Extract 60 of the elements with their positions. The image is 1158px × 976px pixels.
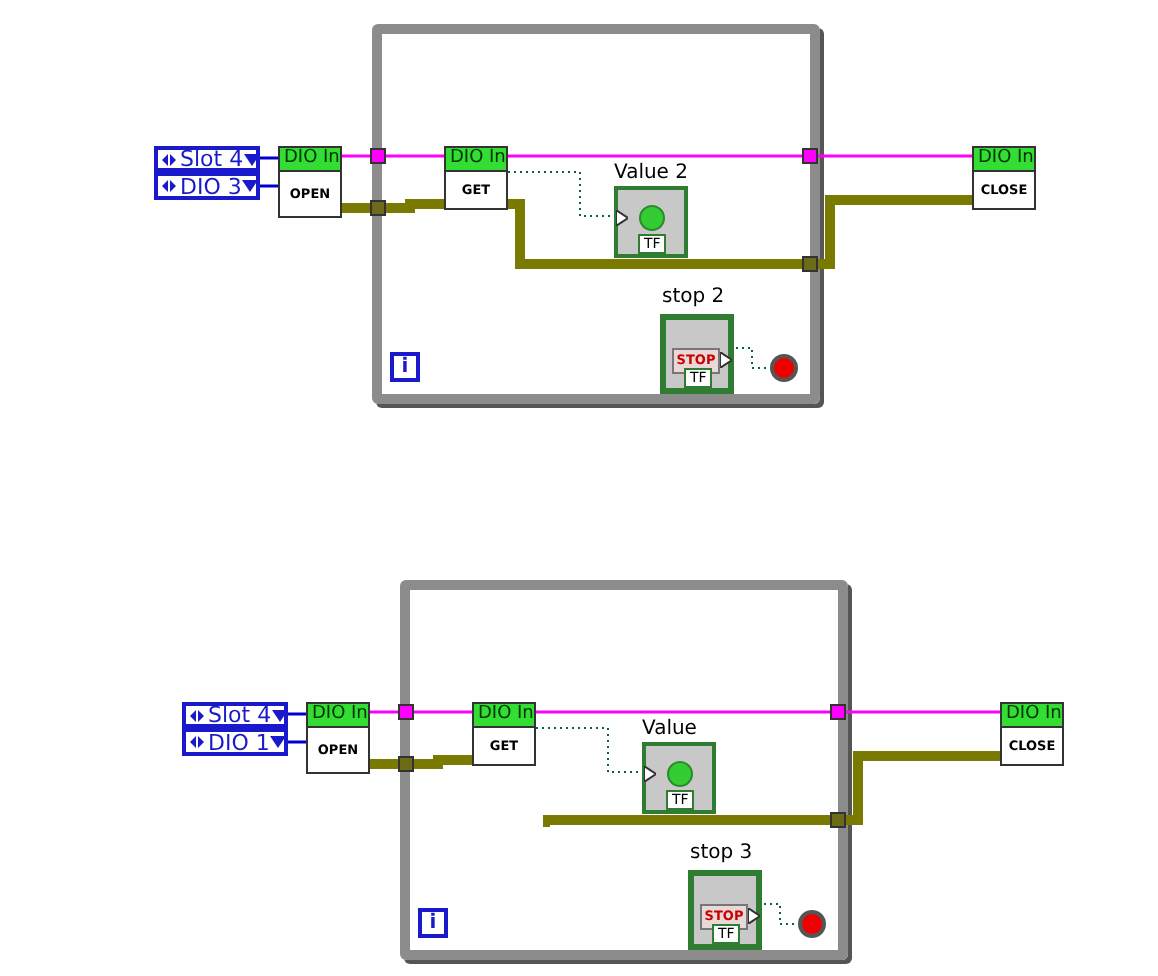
ring-constant — [182, 702, 288, 728]
function-block — [972, 146, 1036, 210]
wire-tunnel — [398, 704, 414, 720]
wire — [846, 751, 1000, 825]
iteration-terminal: i — [418, 908, 448, 938]
function-block — [278, 146, 342, 218]
control-label: stop 2 — [662, 286, 725, 308]
ring-value: DIO 1 — [208, 729, 270, 755]
block-header: DIO In — [308, 704, 368, 728]
stop-terminal — [798, 910, 826, 938]
stop-terminal — [770, 354, 798, 382]
dotted-wire — [735, 347, 771, 369]
ring-value: Slot 4 — [180, 146, 244, 172]
wire — [260, 184, 278, 188]
wire — [543, 815, 830, 827]
ring-constant — [154, 146, 260, 172]
wire — [508, 199, 802, 269]
wire-tunnel — [370, 148, 386, 164]
function-block — [444, 146, 508, 210]
function-block — [1000, 702, 1064, 766]
wire — [386, 154, 444, 158]
wire-tunnel — [398, 756, 414, 772]
block-header: DIO In — [974, 148, 1034, 172]
wire — [342, 154, 370, 158]
block-header: DIO In — [1002, 704, 1062, 728]
block-header: DIO In — [446, 148, 506, 172]
wire — [818, 195, 972, 269]
while-loop-frame — [372, 24, 820, 404]
ring-constant — [182, 728, 288, 756]
wire — [536, 710, 830, 714]
wire — [288, 712, 306, 716]
ring-value: Slot 4 — [208, 702, 272, 728]
function-block — [472, 702, 536, 766]
wire — [386, 199, 444, 213]
wire — [288, 740, 306, 744]
wire-tunnel — [802, 256, 818, 272]
wire — [414, 755, 472, 769]
wire — [342, 203, 370, 213]
control-label: stop 3 — [690, 842, 753, 864]
wire — [414, 710, 472, 714]
ring-value: DIO 3 — [180, 173, 242, 199]
wire-tunnel — [830, 704, 846, 720]
wire — [370, 759, 398, 769]
ring-constant — [154, 172, 260, 200]
wire-tunnel — [830, 812, 846, 828]
wire — [260, 156, 278, 160]
dotted-wire — [763, 903, 799, 925]
wire — [846, 710, 1000, 714]
wire — [818, 154, 972, 158]
function-block — [306, 702, 370, 774]
wire — [370, 710, 398, 714]
block-header: DIO In — [474, 704, 534, 728]
wire — [508, 154, 802, 158]
block-header: DIO In — [280, 148, 340, 172]
iteration-terminal: i — [390, 352, 420, 382]
indicator-label: Value — [642, 718, 697, 740]
indicator-label: Value 2 — [614, 162, 689, 184]
wire-tunnel — [802, 148, 818, 164]
wire-tunnel — [370, 200, 386, 216]
while-loop-frame — [400, 580, 848, 960]
